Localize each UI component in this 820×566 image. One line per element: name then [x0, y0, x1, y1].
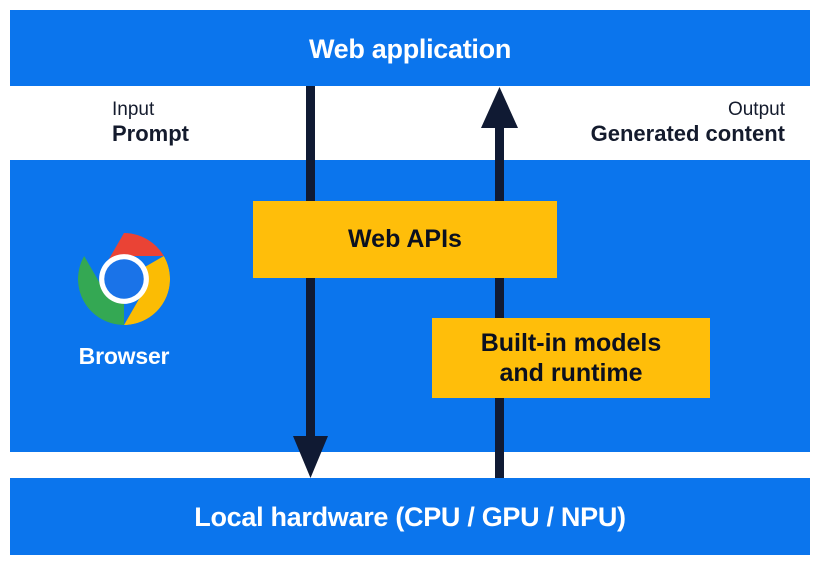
chrome-logo-icon — [77, 232, 171, 326]
browser-node: Browser — [42, 232, 206, 370]
output-flow-kind: Output — [727, 99, 785, 120]
layer-browser-label: Browser — [78, 343, 170, 369]
layer-local-hardware-label: Local hardware (CPU / GPU / NPU) — [194, 502, 626, 532]
component-web-apis: Web APIs — [253, 201, 557, 278]
component-builtin-models-line2: and runtime — [499, 359, 643, 387]
component-builtin-models-line1: Built-in models — [480, 328, 662, 357]
output-flow-label: Output Generated content — [591, 99, 785, 147]
layer-web-application-label: Web application — [308, 34, 512, 64]
input-flow-kind: Input — [112, 99, 155, 120]
component-builtin-models-label: Built-in models and runtime — [481, 328, 662, 389]
layer-web-application: Web application — [10, 10, 810, 86]
input-flow-value: Prompt — [112, 120, 189, 146]
component-web-apis-label: Web APIs — [348, 225, 462, 254]
layer-local-hardware: Local hardware (CPU / GPU / NPU) — [10, 478, 810, 555]
output-flow-value: Generated content — [590, 120, 785, 146]
component-builtin-models: Built-in models and runtime — [432, 318, 710, 398]
input-flow-label: Input Prompt — [112, 99, 189, 147]
